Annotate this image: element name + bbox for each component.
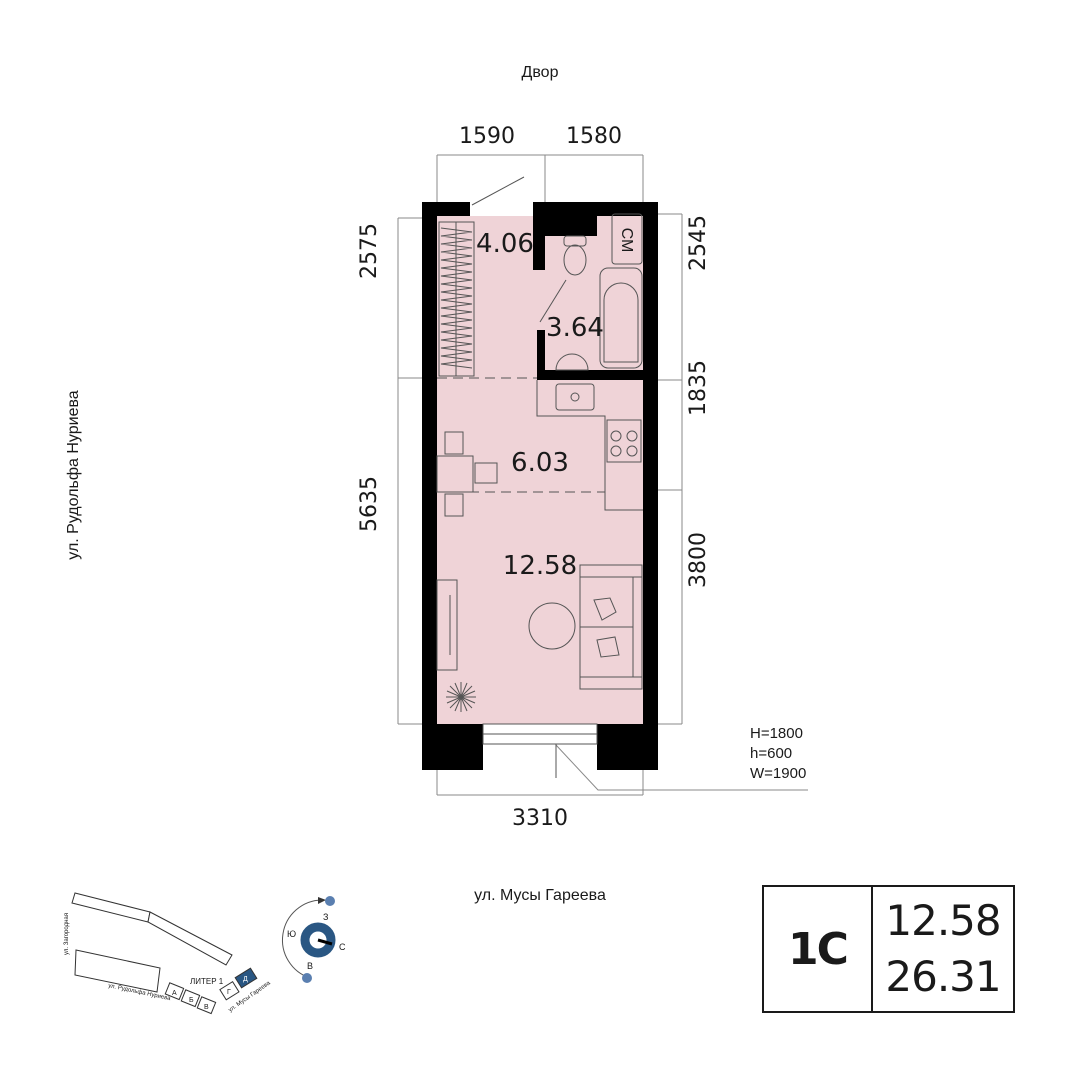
dim-right-mid: 1835	[686, 360, 711, 416]
living-furniture	[436, 564, 643, 712]
compass-east: В	[307, 961, 313, 971]
sink-icon	[555, 353, 589, 371]
floor-area	[437, 216, 643, 724]
area-bathroom: 3.64	[546, 313, 604, 343]
dim-right-bottom: 3800	[686, 532, 711, 588]
tv-stand-icon	[436, 579, 458, 671]
entrance-door[interactable]	[471, 176, 525, 206]
bathroom-fixtures	[555, 213, 643, 371]
washer-label: СМ	[618, 228, 635, 253]
kitchen-fixtures	[437, 377, 643, 511]
dim-right-top: 2545	[686, 215, 711, 271]
wardrobe	[438, 221, 475, 377]
compass	[281, 896, 336, 983]
sun-icon	[302, 973, 312, 983]
dim-left-bottom: 5635	[357, 476, 382, 532]
pillow-icon	[596, 636, 620, 658]
compass-north: С	[339, 942, 346, 952]
area-hall: 4.06	[476, 229, 534, 259]
compass-south: Ю	[287, 929, 296, 939]
left-street-label: ул. Рудольфа Нуриева	[65, 390, 82, 560]
walls	[422, 202, 658, 770]
section-g: Г	[227, 989, 231, 996]
dim-top-left: 1590	[459, 124, 515, 149]
dining-table	[436, 431, 498, 517]
plant-icon	[446, 682, 476, 712]
window	[482, 723, 598, 778]
dim-bottom: 3310	[512, 806, 568, 831]
site-liter: ЛИТЕР 1	[190, 977, 224, 986]
section-v: В	[204, 1004, 209, 1011]
area-living: 12.58	[503, 551, 577, 581]
pillow-icon	[593, 597, 617, 621]
bathtub-icon	[599, 267, 643, 369]
section-d: Д	[243, 976, 248, 983]
kitchen-sink-icon	[555, 383, 595, 411]
site-plan	[71, 892, 258, 1015]
area-kitchen: 6.03	[511, 448, 569, 478]
total-area-value: 26.31	[885, 952, 1001, 1001]
bathroom-door[interactable]	[539, 279, 567, 323]
living-area-value: 12.58	[885, 896, 1001, 945]
dim-top-right: 1580	[566, 124, 622, 149]
apartment-type: 1С	[764, 887, 873, 1011]
site-street-zagorodnaya: ул. Загородная	[64, 913, 70, 955]
sun-icon	[325, 896, 335, 906]
courtyard-label: Двор	[522, 64, 559, 81]
section-a: А	[172, 990, 177, 997]
toilet-icon	[563, 244, 587, 276]
dimension-lines	[397, 154, 808, 796]
section-b: Б	[189, 997, 194, 1004]
window-height: H=1800	[750, 725, 803, 742]
bottom-street-label: ул. Мусы Гареева	[474, 887, 606, 904]
window-width: W=1900	[750, 765, 806, 782]
coffee-table-icon	[528, 602, 576, 650]
stove-icon	[606, 419, 642, 463]
apartment-summary: 1С 12.58 26.31	[762, 885, 1015, 1013]
compass-west: З	[323, 912, 328, 922]
window-sill: h=600	[750, 745, 792, 762]
dim-left-top: 2575	[357, 223, 382, 279]
